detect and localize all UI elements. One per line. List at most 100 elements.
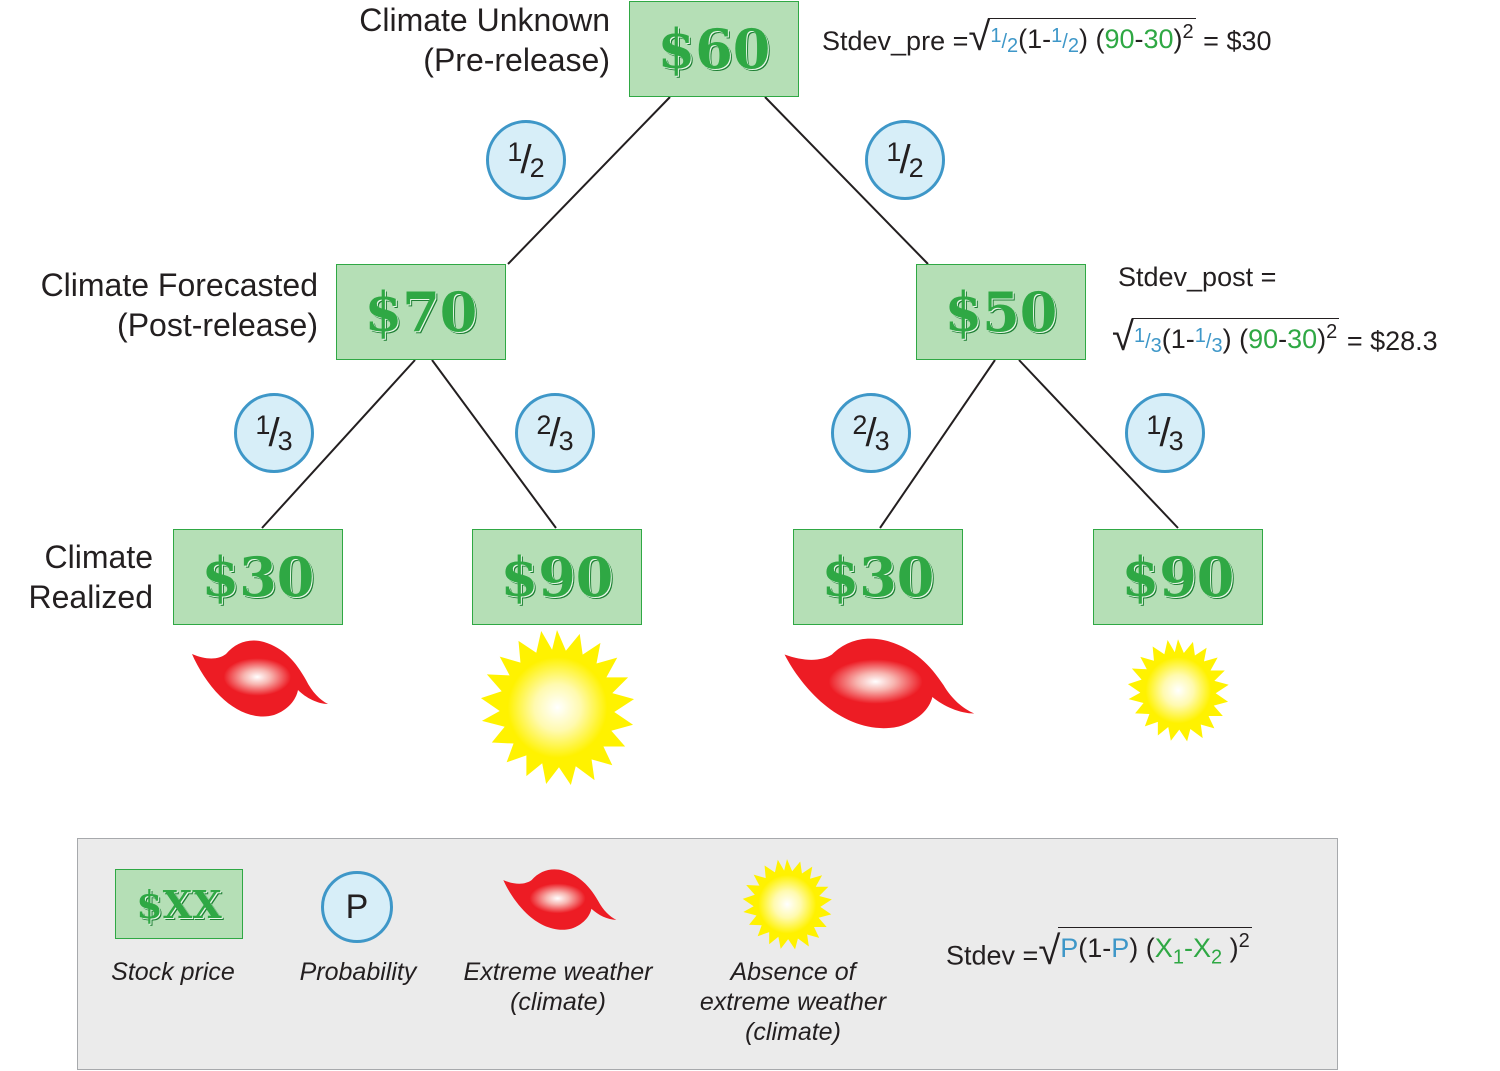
- sun-icon: [742, 859, 832, 950]
- legend-price-caption: Stock price: [111, 958, 235, 986]
- legend-formula-stdev: Stdev =√P(1-P) (X1-X2 )2: [946, 927, 1252, 971]
- formula-stdev-post-label: Stdev_post =: [1118, 262, 1277, 292]
- legend-extreme-caption: Extreme weather (climate): [448, 957, 668, 1017]
- x1-value: 90: [1248, 324, 1279, 354]
- x2-subscript: 2: [1210, 946, 1223, 969]
- level-label-realized: Climate Realized: [0, 537, 153, 617]
- formula-radicand: 1/2(1-1/2) (90-30)2: [988, 18, 1196, 57]
- level-label-realized-line1: Climate: [44, 539, 153, 575]
- legend-price-sample: $XX: [115, 869, 243, 939]
- price-node-left: $70: [336, 264, 506, 360]
- level-label-realized-line2: Realized: [28, 579, 153, 615]
- probability-denominator: 2: [529, 152, 545, 183]
- p-num: 1: [1133, 325, 1146, 347]
- legend-extreme-caption-line2: (climate): [510, 988, 606, 1016]
- p-symbol: P: [1060, 933, 1079, 963]
- probability-denominator: 2: [908, 152, 924, 183]
- legend-absence-caption-line1: Absence of: [730, 958, 856, 986]
- edge-root-right: [764, 96, 929, 265]
- formula-radicand: 1/3(1-1/3) (90-30)2: [1131, 318, 1340, 357]
- probability-numerator: 1: [1146, 409, 1162, 440]
- formula-result: = $30: [1203, 26, 1272, 56]
- legend-absence-caption-line2: extreme weather: [699, 988, 887, 1016]
- x1-value: 90: [1104, 24, 1135, 54]
- sun-icon: [1127, 639, 1229, 742]
- formula-label: Stdev =: [946, 940, 1039, 971]
- edge-root-left: [507, 96, 671, 265]
- probability-numerator: 1: [886, 136, 902, 167]
- p-den: 3: [1211, 335, 1223, 357]
- minus: -: [1183, 933, 1193, 963]
- p-symbol: P: [1111, 933, 1130, 963]
- legend-extreme-caption-line1: Extreme weather: [463, 958, 653, 986]
- price-node-right-left: $30: [793, 529, 963, 625]
- open-paren: (1-: [1161, 324, 1195, 354]
- probability-denominator: 3: [558, 425, 574, 456]
- formula-stdev-post: √1/3(1-1/3) (90-30)2 = $28.3: [1112, 315, 1438, 359]
- price-node-left-left: $30: [173, 529, 343, 625]
- formula-radicand: P(1-P) (X1-X2 )2: [1058, 927, 1252, 969]
- x2-value: 30: [1143, 24, 1174, 54]
- open-paren: (1-: [1018, 24, 1052, 54]
- legend-absence-caption-line3: (climate): [745, 1018, 841, 1046]
- price-node-left-right: $90: [472, 529, 642, 625]
- level-label-forecasted: Climate Forecasted (Post-release): [0, 265, 318, 345]
- probability-root-left: 1/2: [486, 120, 566, 200]
- x2-symbol: X: [1192, 933, 1211, 963]
- close-paren: ): [1129, 933, 1139, 963]
- probability-denominator: 3: [277, 425, 293, 456]
- hurricane-icon: [192, 640, 328, 717]
- exponent: 2: [1326, 321, 1338, 343]
- sqrt-symbol: √: [1112, 315, 1134, 359]
- p-den: 2: [1007, 35, 1019, 57]
- p-num: 1: [1051, 25, 1063, 47]
- edge-left-right: [431, 359, 557, 529]
- probability-root-right: 1/2: [865, 120, 945, 200]
- p-num: 1: [990, 25, 1002, 47]
- x1-subscript: 1: [1172, 946, 1184, 969]
- price-node-right: $50: [916, 264, 1086, 360]
- exponent: 2: [1238, 930, 1250, 952]
- formula-stdev-pre: Stdev_pre =√1/2(1-1/2) (90-30)2 = $30: [822, 15, 1272, 59]
- probability-denominator: 3: [874, 425, 890, 456]
- price-node-right-right: $90: [1093, 529, 1263, 625]
- sqrt-symbol: √: [968, 15, 991, 59]
- edge-right-left: [879, 359, 996, 529]
- p-den: 3: [1150, 335, 1162, 357]
- hurricane-icon: [784, 638, 975, 729]
- x1-symbol: X: [1154, 933, 1173, 963]
- legend-probability-caption: Probability: [299, 958, 417, 986]
- level-label-unknown-line2: (Pre-release): [423, 42, 610, 78]
- sqrt-symbol: √: [1038, 929, 1061, 974]
- legend-probability-sample: P: [321, 871, 393, 943]
- probability-right-left: 2/3: [831, 393, 911, 473]
- probability-numerator: 2: [536, 409, 552, 440]
- close-paren: ): [1222, 324, 1232, 354]
- probability-left-right: 2/3: [515, 393, 595, 473]
- level-label-unknown: Climate Unknown (Pre-release): [300, 0, 610, 80]
- sun-icon: [480, 629, 635, 786]
- p-den: 2: [1067, 35, 1079, 57]
- probability-numerator: 2: [852, 409, 868, 440]
- p-num: 1: [1194, 325, 1206, 347]
- probability-denominator: 3: [1168, 425, 1184, 456]
- probability-numerator: 1: [507, 136, 523, 167]
- probability-numerator: 1: [255, 409, 271, 440]
- level-label-unknown-line1: Climate Unknown: [359, 2, 610, 38]
- open-paren: (1-: [1078, 933, 1112, 963]
- level-label-forecasted-line2: (Post-release): [117, 307, 318, 343]
- x2-value: 30: [1287, 324, 1318, 354]
- edge-left-left: [261, 359, 416, 529]
- hurricane-icon: [503, 869, 617, 930]
- minus: -: [1134, 24, 1144, 54]
- probability-left-left: 1/3: [234, 393, 314, 473]
- edge-right-right: [1018, 359, 1179, 529]
- formula-label: Stdev_pre =: [822, 26, 969, 56]
- legend-absence-caption: Absence of extreme weather (climate): [678, 957, 908, 1047]
- level-label-forecasted-line1: Climate Forecasted: [40, 267, 318, 303]
- legend: $XX Stock price P Probability Extreme we…: [77, 838, 1338, 1070]
- price-node-root: $60: [629, 1, 799, 97]
- formula-result: = $28.3: [1346, 326, 1438, 356]
- close-paren: ): [1078, 24, 1088, 54]
